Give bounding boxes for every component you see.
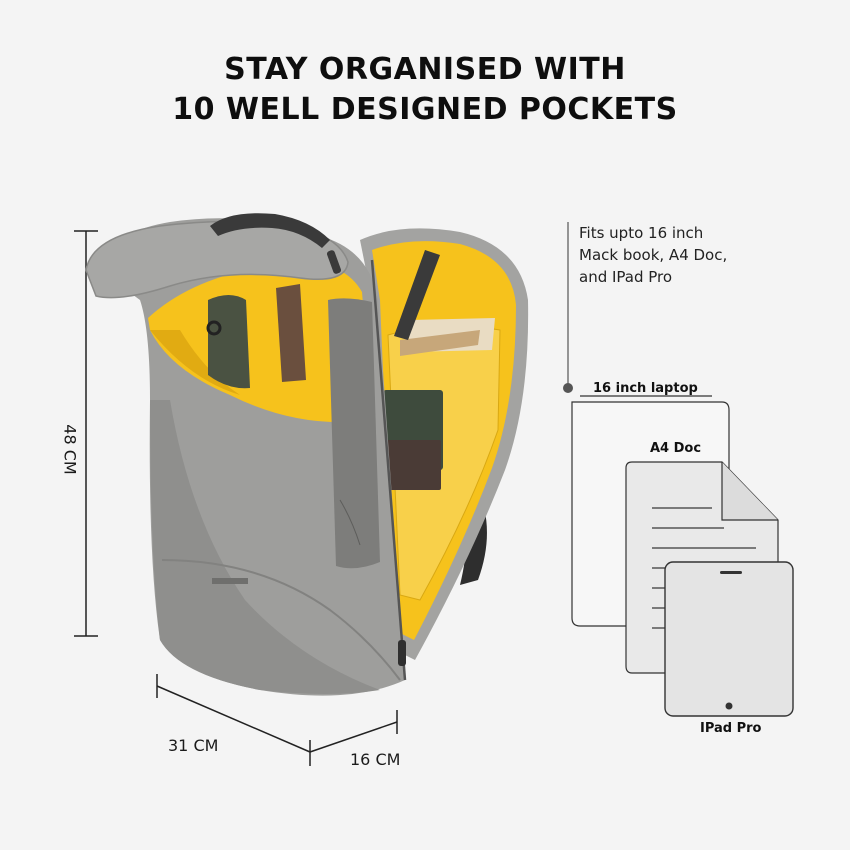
depth-label: 16 CM	[350, 750, 401, 769]
capacity-note-line-3: and IPad Pro	[579, 268, 673, 286]
callout-line	[563, 222, 573, 393]
width-label: 31 CM	[168, 736, 219, 755]
ipad-outline	[664, 561, 794, 717]
headline: STAY ORGANISED WITH 10 WELL DESIGNED POC…	[0, 50, 850, 130]
a4-doc-label: A4 Doc	[650, 441, 702, 456]
height-label: 48 CM	[60, 424, 80, 475]
capacity-note: Fits upto 16 inch Mack book, A4 Doc, and…	[579, 222, 727, 288]
laptop-label: 16 inch laptop	[593, 381, 698, 396]
depth-dimension-line	[309, 710, 398, 766]
capacity-note-line-2: Mack book, A4 Doc,	[579, 246, 728, 264]
callout-dot	[563, 383, 573, 393]
capacity-note-line-1: Fits upto 16 inch	[579, 224, 704, 242]
height-dimension-line	[74, 230, 98, 637]
top-handle	[210, 213, 330, 248]
headline-line-1: STAY ORGANISED WITH	[224, 52, 626, 87]
headline-line-2: 10 WELL DESIGNED POCKETS	[172, 92, 678, 127]
backpack-flap	[85, 220, 349, 299]
width-dimension-line	[156, 674, 311, 753]
top-opening-lining	[148, 262, 372, 423]
ipad-label: IPad Pro	[700, 721, 762, 736]
backpack-image	[85, 213, 529, 696]
